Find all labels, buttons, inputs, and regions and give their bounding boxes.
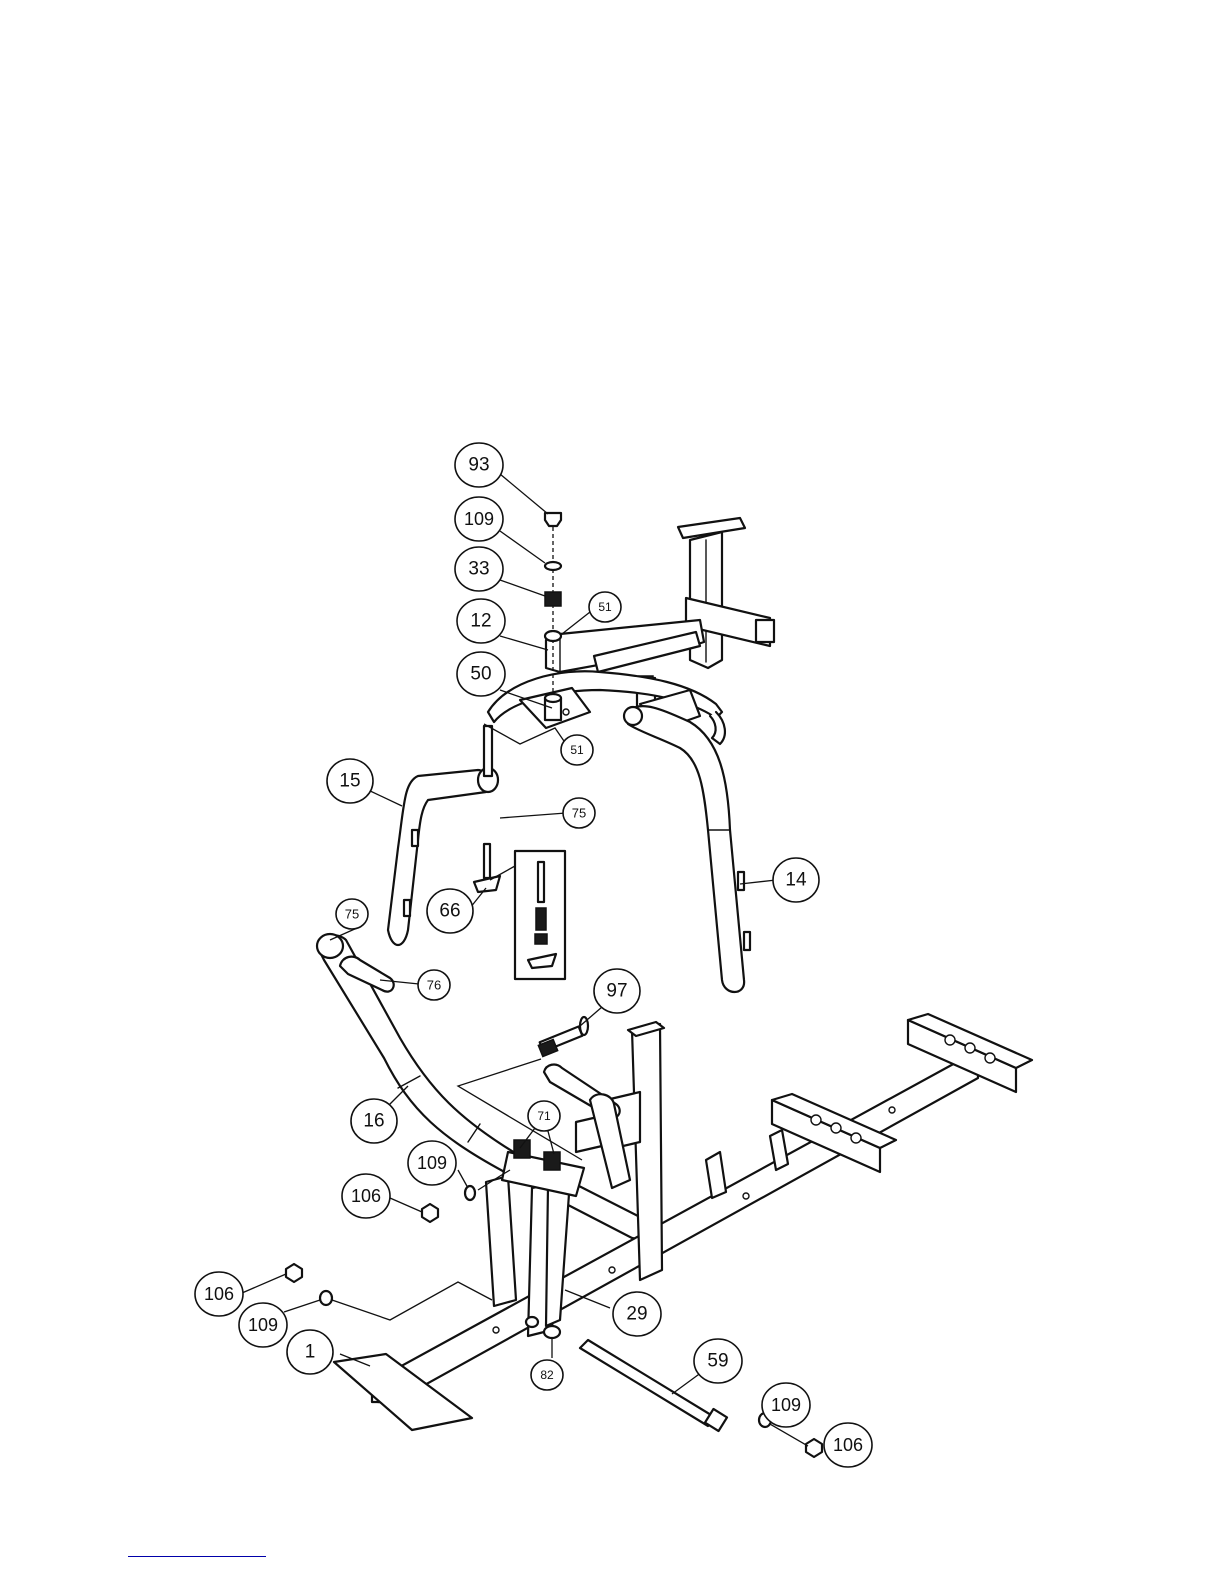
- callout-51: 51: [561, 735, 593, 765]
- callout-14: 14: [773, 858, 819, 902]
- callout-label: 109: [771, 1395, 801, 1415]
- callout-1: 1: [287, 1330, 333, 1374]
- callout-93: 93: [455, 443, 503, 487]
- callout-label: 59: [707, 1351, 728, 1372]
- callout-label: 51: [598, 600, 612, 614]
- callout-label: 106: [204, 1284, 234, 1304]
- callout-label: 75: [345, 907, 359, 922]
- callout-label: 12: [470, 611, 491, 632]
- callout-109: 109: [455, 497, 503, 541]
- part-right-leg: [624, 706, 750, 992]
- callout-12: 12: [457, 599, 505, 643]
- footer-rule: [128, 1556, 266, 1557]
- callout-label: 106: [833, 1435, 863, 1455]
- callout-label: 109: [464, 509, 494, 529]
- callout-106: 106: [342, 1174, 390, 1218]
- callout-label: 76: [427, 978, 441, 993]
- callout-71: 71: [528, 1101, 560, 1131]
- callout-label: 71: [537, 1109, 551, 1123]
- callout-75: 75: [563, 798, 595, 828]
- callout-109: 109: [408, 1141, 456, 1185]
- callout-label: 93: [468, 455, 489, 476]
- callout-106: 106: [195, 1272, 243, 1316]
- part-pop-pin: [474, 844, 565, 979]
- callout-label: 33: [468, 559, 489, 580]
- callout-label: 82: [540, 1368, 554, 1382]
- callout-label: 106: [351, 1186, 381, 1206]
- callout-label: 97: [606, 981, 627, 1002]
- callout-29: 29: [613, 1292, 661, 1336]
- callout-label: 109: [417, 1153, 447, 1173]
- callout-66: 66: [427, 889, 473, 933]
- callout-59: 59: [694, 1339, 742, 1383]
- callout-51: 51: [589, 592, 621, 622]
- callout-109: 109: [239, 1303, 287, 1347]
- callout-label: 14: [785, 870, 807, 891]
- callout-16: 16: [351, 1099, 397, 1143]
- callout-33: 33: [455, 547, 503, 591]
- callout-label: 51: [570, 743, 584, 757]
- callout-76: 76: [418, 970, 450, 1000]
- callout-label: 50: [470, 664, 491, 685]
- callout-label: 1: [305, 1342, 316, 1363]
- callout-15: 15: [327, 759, 373, 803]
- callout-label: 29: [626, 1304, 647, 1325]
- callout-82: 82: [531, 1360, 563, 1390]
- callout-label: 75: [572, 806, 586, 821]
- callout-label: 15: [339, 771, 360, 792]
- callout-label: 66: [439, 901, 460, 922]
- callout-50: 50: [457, 652, 505, 696]
- callout-75: 75: [336, 899, 368, 929]
- callout-label: 109: [248, 1315, 278, 1335]
- callout-97: 97: [594, 969, 640, 1013]
- part-base-frame: [334, 1014, 1032, 1431]
- callout-label: 16: [363, 1111, 384, 1132]
- callout-109: 109: [762, 1383, 810, 1427]
- callout-106: 106: [824, 1423, 872, 1467]
